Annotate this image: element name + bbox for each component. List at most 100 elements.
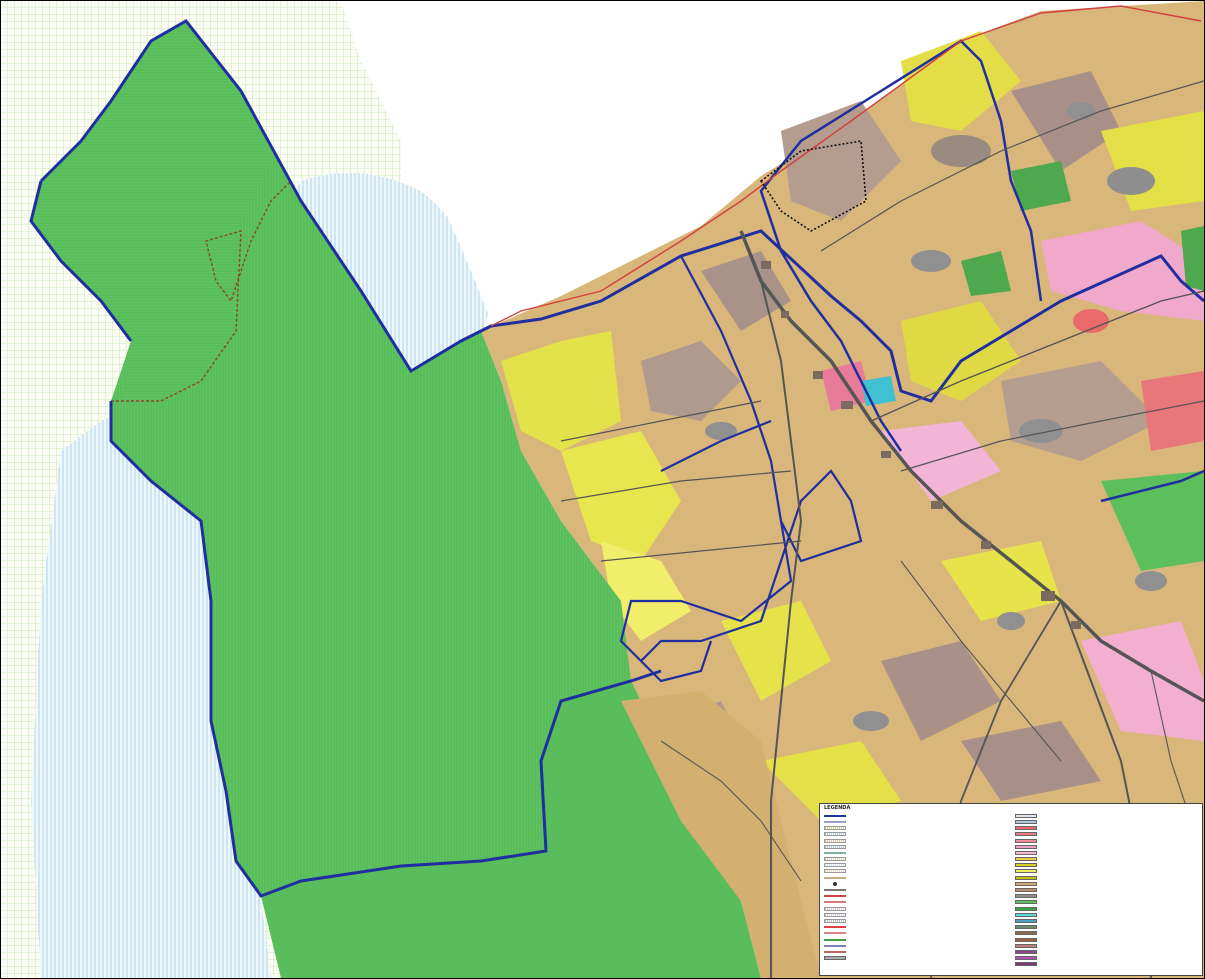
legend-symbol-line xyxy=(824,895,846,898)
legend-symbol-box xyxy=(1015,943,1037,948)
settlement-builtup xyxy=(761,261,1081,629)
legend-symbol-box xyxy=(1015,912,1037,917)
legend-item xyxy=(1015,887,1198,893)
boundary-north-edge xyxy=(490,5,1202,327)
legend-symbol-box xyxy=(1015,906,1037,911)
legend-symbol-box xyxy=(824,956,846,961)
legend-symbol-box xyxy=(1015,857,1037,862)
legend-symbol-hatch xyxy=(824,906,846,911)
legend-symbol-hatch xyxy=(824,912,846,917)
forest-area-south[interactable] xyxy=(261,681,761,978)
legend-item xyxy=(824,875,1007,881)
legend-item xyxy=(1015,949,1198,955)
dotted-area-marker xyxy=(759,140,867,232)
legend-item xyxy=(824,906,1007,912)
legend-symbol-hatch xyxy=(824,832,846,837)
legend-item xyxy=(1015,900,1198,906)
legend-symbol-line xyxy=(824,814,846,817)
legend-item xyxy=(1015,832,1198,838)
legend-item xyxy=(824,850,1007,856)
legend-item xyxy=(1015,962,1198,968)
legend-item xyxy=(824,924,1007,930)
municipality-boundary[interactable] xyxy=(39,19,1204,403)
legend-symbol-box xyxy=(1015,918,1037,923)
legend-symbol-box xyxy=(1015,869,1037,874)
legend-symbol-hatch xyxy=(824,826,846,831)
legend-item xyxy=(824,844,1007,850)
legend-symbol-line xyxy=(824,901,846,904)
boundary-inner-1 xyxy=(759,39,1204,503)
legend-item xyxy=(824,931,1007,937)
legend-symbol-line xyxy=(824,851,846,854)
boundary-inner-2 xyxy=(619,255,863,683)
east-grid-zone xyxy=(341,1,981,321)
legend-symbol-line xyxy=(824,938,846,941)
legend-item xyxy=(824,955,1007,961)
legend-title: LEGENDA xyxy=(824,805,851,811)
legend-symbol-line xyxy=(824,950,846,953)
legend-symbol-box xyxy=(1015,931,1037,936)
legend-item xyxy=(824,937,1007,943)
legend-item xyxy=(824,918,1007,924)
legend-right-column xyxy=(1015,813,1198,968)
legend-symbol-box xyxy=(1015,875,1037,880)
legend-symbol-line xyxy=(824,926,846,929)
legend-symbol-box xyxy=(1015,844,1037,849)
legend-item xyxy=(824,912,1007,918)
legend-item xyxy=(824,819,1007,825)
legend-symbol-box xyxy=(1015,900,1037,905)
map-legend: LEGENDA xyxy=(819,803,1203,976)
legend-symbol-box xyxy=(1015,894,1037,899)
legend-item xyxy=(1015,819,1198,825)
legend-symbol-box xyxy=(1015,949,1037,954)
legend-item xyxy=(824,825,1007,831)
legend-symbol-line xyxy=(824,820,846,823)
legend-item xyxy=(824,893,1007,899)
legend-symbol-box xyxy=(1015,925,1037,930)
legend-item xyxy=(824,869,1007,875)
legend-item xyxy=(1015,850,1198,856)
legend-item xyxy=(824,838,1007,844)
legend-symbol-box xyxy=(1015,826,1037,831)
legend-symbol-box xyxy=(1015,937,1037,942)
legend-symbol-line xyxy=(824,889,846,892)
legend-item xyxy=(1015,838,1198,844)
legend-item xyxy=(1015,937,1198,943)
legend-symbol-hatch xyxy=(824,838,846,843)
legend-symbol-box xyxy=(1015,819,1037,824)
legend-symbol-box xyxy=(1015,832,1037,837)
legend-item xyxy=(824,900,1007,906)
legend-item xyxy=(1015,912,1198,918)
legend-symbol-line xyxy=(824,876,846,879)
legend-item xyxy=(1015,943,1198,949)
legend-item xyxy=(1015,844,1198,850)
legend-item xyxy=(1015,918,1198,924)
legend-item xyxy=(824,943,1007,949)
legend-item xyxy=(1015,881,1198,887)
legend-symbol-box xyxy=(1015,956,1037,961)
legend-item xyxy=(824,856,1007,862)
legend-item xyxy=(1015,856,1198,862)
legend-symbol-line xyxy=(824,932,846,935)
boundary-west-loop xyxy=(29,180,662,898)
legend-item xyxy=(1015,875,1198,881)
forest-area-northwest[interactable] xyxy=(31,21,271,401)
legend-symbol-box xyxy=(1015,813,1037,818)
legend-item xyxy=(1015,869,1198,875)
legend-item xyxy=(824,881,1007,887)
legend-symbol-hatch xyxy=(824,869,846,874)
legend-symbol-line xyxy=(824,944,846,947)
legend-item xyxy=(1015,906,1198,912)
legend-item xyxy=(1015,924,1198,930)
legend-symbol-point xyxy=(833,881,837,886)
legend-symbol-box xyxy=(1015,863,1037,868)
legend-symbol-box xyxy=(1015,850,1037,855)
legend-item xyxy=(824,813,1007,819)
legend-symbol-box xyxy=(1015,962,1037,967)
legend-symbol-box xyxy=(1015,881,1037,886)
legend-symbol-hatch xyxy=(824,857,846,862)
legend-item xyxy=(1015,813,1198,819)
legend-symbol-hatch xyxy=(824,918,846,923)
